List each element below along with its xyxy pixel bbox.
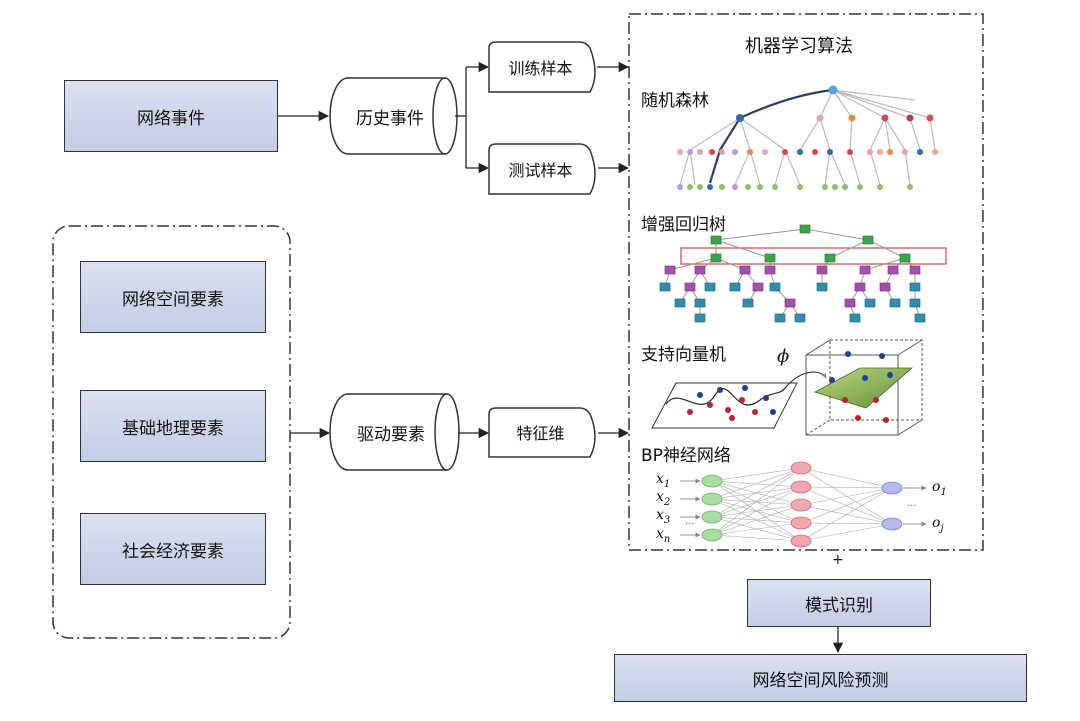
driving-factors-label: 驱动要素 — [357, 424, 425, 445]
ml-panel-title: 机器学习算法 — [745, 36, 853, 57]
factor-box-socioeconomic: 社会经济要素 — [80, 513, 266, 585]
network-events-box: 网络事件 — [64, 80, 278, 152]
factor-box-geography: 基础地理要素 — [80, 390, 266, 462]
driving-factors-cylinder — [329, 393, 460, 471]
nn-input-x2: x2 — [656, 489, 671, 508]
pattern-recognition-label: 模式识别 — [805, 595, 873, 616]
svm-phi-label: ϕ — [777, 346, 790, 367]
ml-panel-border — [628, 13, 984, 551]
risk-prediction-box: 网络空间风险预测 — [614, 654, 1027, 702]
nn-input-xn: xn — [656, 526, 671, 545]
nn-input-dots: ... — [685, 516, 695, 527]
pattern-recognition-box: 模式识别 — [747, 579, 931, 627]
factor-label-geography: 基础地理要素 — [122, 418, 224, 439]
training-samples-shape — [488, 41, 596, 93]
nn-input-x3: x3 — [656, 507, 671, 526]
svm-illustration — [651, 339, 923, 436]
algorithm-label-boosted-regression-tree: 增强回归树 — [641, 215, 726, 235]
network-events-label: 网络事件 — [137, 108, 205, 129]
feature-dimension-shape — [488, 407, 596, 458]
risk-prediction-label: 网络空间风险预测 — [752, 670, 889, 691]
nn-output-dots: ... — [907, 498, 917, 509]
boosted-regression-tree — [659, 224, 947, 323]
nn-output-oj: oj — [932, 515, 944, 534]
algorithm-label-random-forest: 随机森林 — [641, 91, 709, 111]
training-samples-label: 训练样本 — [508, 59, 573, 78]
factor-group-border — [52, 225, 291, 639]
algorithm-label-bp-neural-network: BP神经网络 — [641, 446, 731, 466]
nn-output-o1: o1 — [932, 479, 947, 498]
test-samples-label: 测试样本 — [508, 161, 573, 180]
plus-sign: + — [832, 552, 844, 568]
factor-label-socioeconomic: 社会经济要素 — [122, 541, 224, 562]
historical-events-cylinder — [329, 77, 458, 155]
historical-events-label: 历史事件 — [356, 108, 424, 129]
factor-label-cyberspace: 网络空间要素 — [122, 289, 224, 310]
algorithm-label-svm: 支持向量机 — [641, 345, 726, 365]
feature-dimension-label: 特征维 — [516, 424, 565, 443]
factor-box-cyberspace: 网络空间要素 — [80, 261, 266, 333]
nn-input-x1: x1 — [656, 471, 671, 490]
random-forest-tree — [677, 85, 938, 190]
bp-neural-network — [680, 461, 927, 548]
test-samples-shape — [488, 143, 596, 195]
